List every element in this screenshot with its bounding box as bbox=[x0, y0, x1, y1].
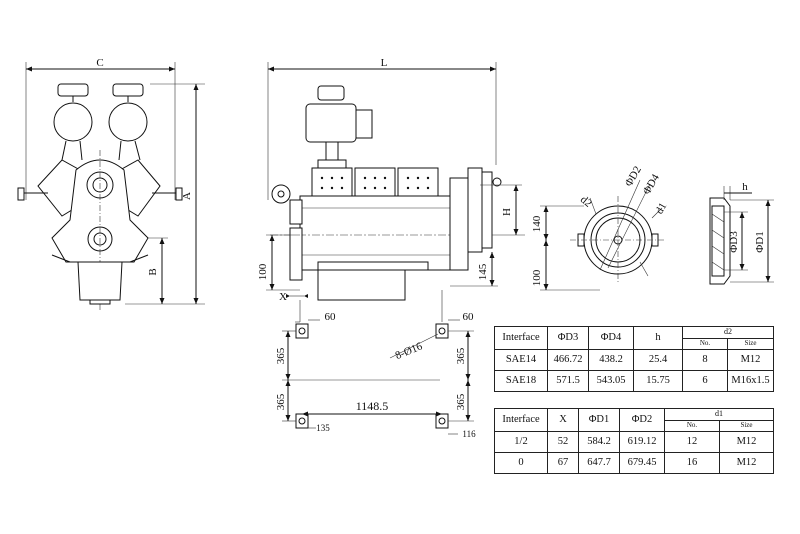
sae-interface-table: Interface ΦD3 ΦD4 h d2 No. Size SAE14 46… bbox=[494, 326, 774, 392]
table-cell: 15.75 bbox=[633, 370, 683, 392]
table-cell: 543.05 bbox=[588, 370, 634, 392]
dim-x-label: X bbox=[279, 291, 287, 303]
t1-header-d3: ΦD3 bbox=[547, 326, 589, 350]
dim-60-left-label: 60 bbox=[325, 311, 337, 323]
table-row: SAE18 571.5 543.05 15.75 6 M16x1.5 bbox=[494, 370, 774, 392]
table-cell: SAE14 bbox=[494, 349, 548, 371]
table-cell: 25.4 bbox=[633, 349, 683, 371]
flange-view: ΦD2 ΦD4 d2 d1 140 100 bbox=[531, 164, 669, 291]
dim-60-right-label: 60 bbox=[463, 311, 475, 323]
table-cell: M12 bbox=[719, 452, 774, 474]
t2-header-d1: ΦD1 bbox=[578, 408, 620, 432]
table-row: 0 67 647.7 679.45 16 M12 bbox=[494, 452, 774, 474]
t2-subheader-no: No. bbox=[664, 419, 720, 432]
dim-365-left-upper-label: 365 bbox=[275, 347, 287, 364]
table-row: 1/2 52 584.2 619.12 12 M12 bbox=[494, 431, 774, 453]
dim-holes-label: 8-Ø16 bbox=[394, 340, 425, 362]
table-cell: 16 bbox=[664, 452, 720, 474]
table-cell: 1/2 bbox=[494, 431, 548, 453]
phiD1-label: ΦD1 bbox=[754, 231, 766, 252]
d2-label: d2 bbox=[578, 194, 594, 210]
dim-116-label: 116 bbox=[462, 429, 476, 439]
side-view: L bbox=[257, 57, 525, 303]
t2-header-d1-holes: d1 bbox=[664, 408, 774, 421]
dim-a-label: A bbox=[181, 192, 193, 200]
dim-365-left-lower-label: 365 bbox=[275, 393, 287, 410]
table-cell: 571.5 bbox=[547, 370, 589, 392]
table-cell: 466.72 bbox=[547, 349, 589, 371]
dim-365-right-lower-label: 365 bbox=[455, 393, 467, 410]
table-cell: 647.7 bbox=[578, 452, 620, 474]
table-cell: M12 bbox=[727, 349, 774, 371]
table-cell: 67 bbox=[547, 452, 579, 474]
phiD2-label: ΦD2 bbox=[623, 164, 644, 189]
dim-l-label: L bbox=[381, 57, 388, 69]
table-cell: 12 bbox=[664, 431, 720, 453]
table-cell: 0 bbox=[494, 452, 548, 474]
t2-header-interface: Interface bbox=[494, 408, 548, 432]
dim-100-flange-label: 100 bbox=[531, 269, 543, 286]
h-label: h bbox=[742, 181, 748, 193]
dim-145-label: 145 bbox=[477, 263, 489, 280]
table-cell: 8 bbox=[682, 349, 728, 371]
dim-b-label: B bbox=[147, 268, 159, 275]
flange-section: h ΦD3 ΦD1 bbox=[709, 181, 774, 285]
table-cell: 52 bbox=[547, 431, 579, 453]
table-cell: 6 bbox=[682, 370, 728, 392]
table-cell: 438.2 bbox=[588, 349, 634, 371]
dim-h-side-label: H bbox=[501, 208, 513, 216]
t1-subheader-no: No. bbox=[682, 337, 728, 350]
t2-header-x: X bbox=[547, 408, 579, 432]
phiD3-label: ΦD3 bbox=[728, 231, 740, 253]
dim-1148-label: 1148.5 bbox=[356, 399, 389, 413]
front-view: C A B bbox=[17, 57, 205, 310]
t2-header-d2: ΦD2 bbox=[619, 408, 665, 432]
dim-100-side-label: 100 bbox=[257, 263, 269, 280]
t1-header-d2: d2 bbox=[682, 326, 774, 339]
table-cell: 679.45 bbox=[619, 452, 665, 474]
mounting-plan: 60 60 365 365 365 365 1148.5 135 116 8-Ø… bbox=[275, 290, 476, 439]
table-cell: SAE18 bbox=[494, 370, 548, 392]
flywheel-interface-table: Interface X ΦD1 ΦD2 d1 No. Size 1/2 52 5… bbox=[494, 408, 774, 474]
t2-subheader-size: Size bbox=[719, 419, 774, 432]
table-cell: 619.12 bbox=[619, 431, 665, 453]
t1-header-h: h bbox=[633, 326, 683, 350]
d1-label: d1 bbox=[653, 201, 669, 217]
phiD4-label: ΦD4 bbox=[641, 172, 662, 197]
table-row: SAE14 466.72 438.2 25.4 8 M12 bbox=[494, 349, 774, 371]
dim-c-label: C bbox=[96, 57, 103, 69]
table-cell: M16x1.5 bbox=[727, 370, 774, 392]
table-cell: M12 bbox=[719, 431, 774, 453]
dim-135-label: 135 bbox=[316, 423, 330, 433]
dim-140-label: 140 bbox=[531, 215, 543, 232]
dim-365-right-upper-label: 365 bbox=[455, 347, 467, 364]
table-cell: 584.2 bbox=[578, 431, 620, 453]
t1-header-d4: ΦD4 bbox=[588, 326, 634, 350]
t1-subheader-size: Size bbox=[727, 337, 774, 350]
t1-header-interface: Interface bbox=[494, 326, 548, 350]
